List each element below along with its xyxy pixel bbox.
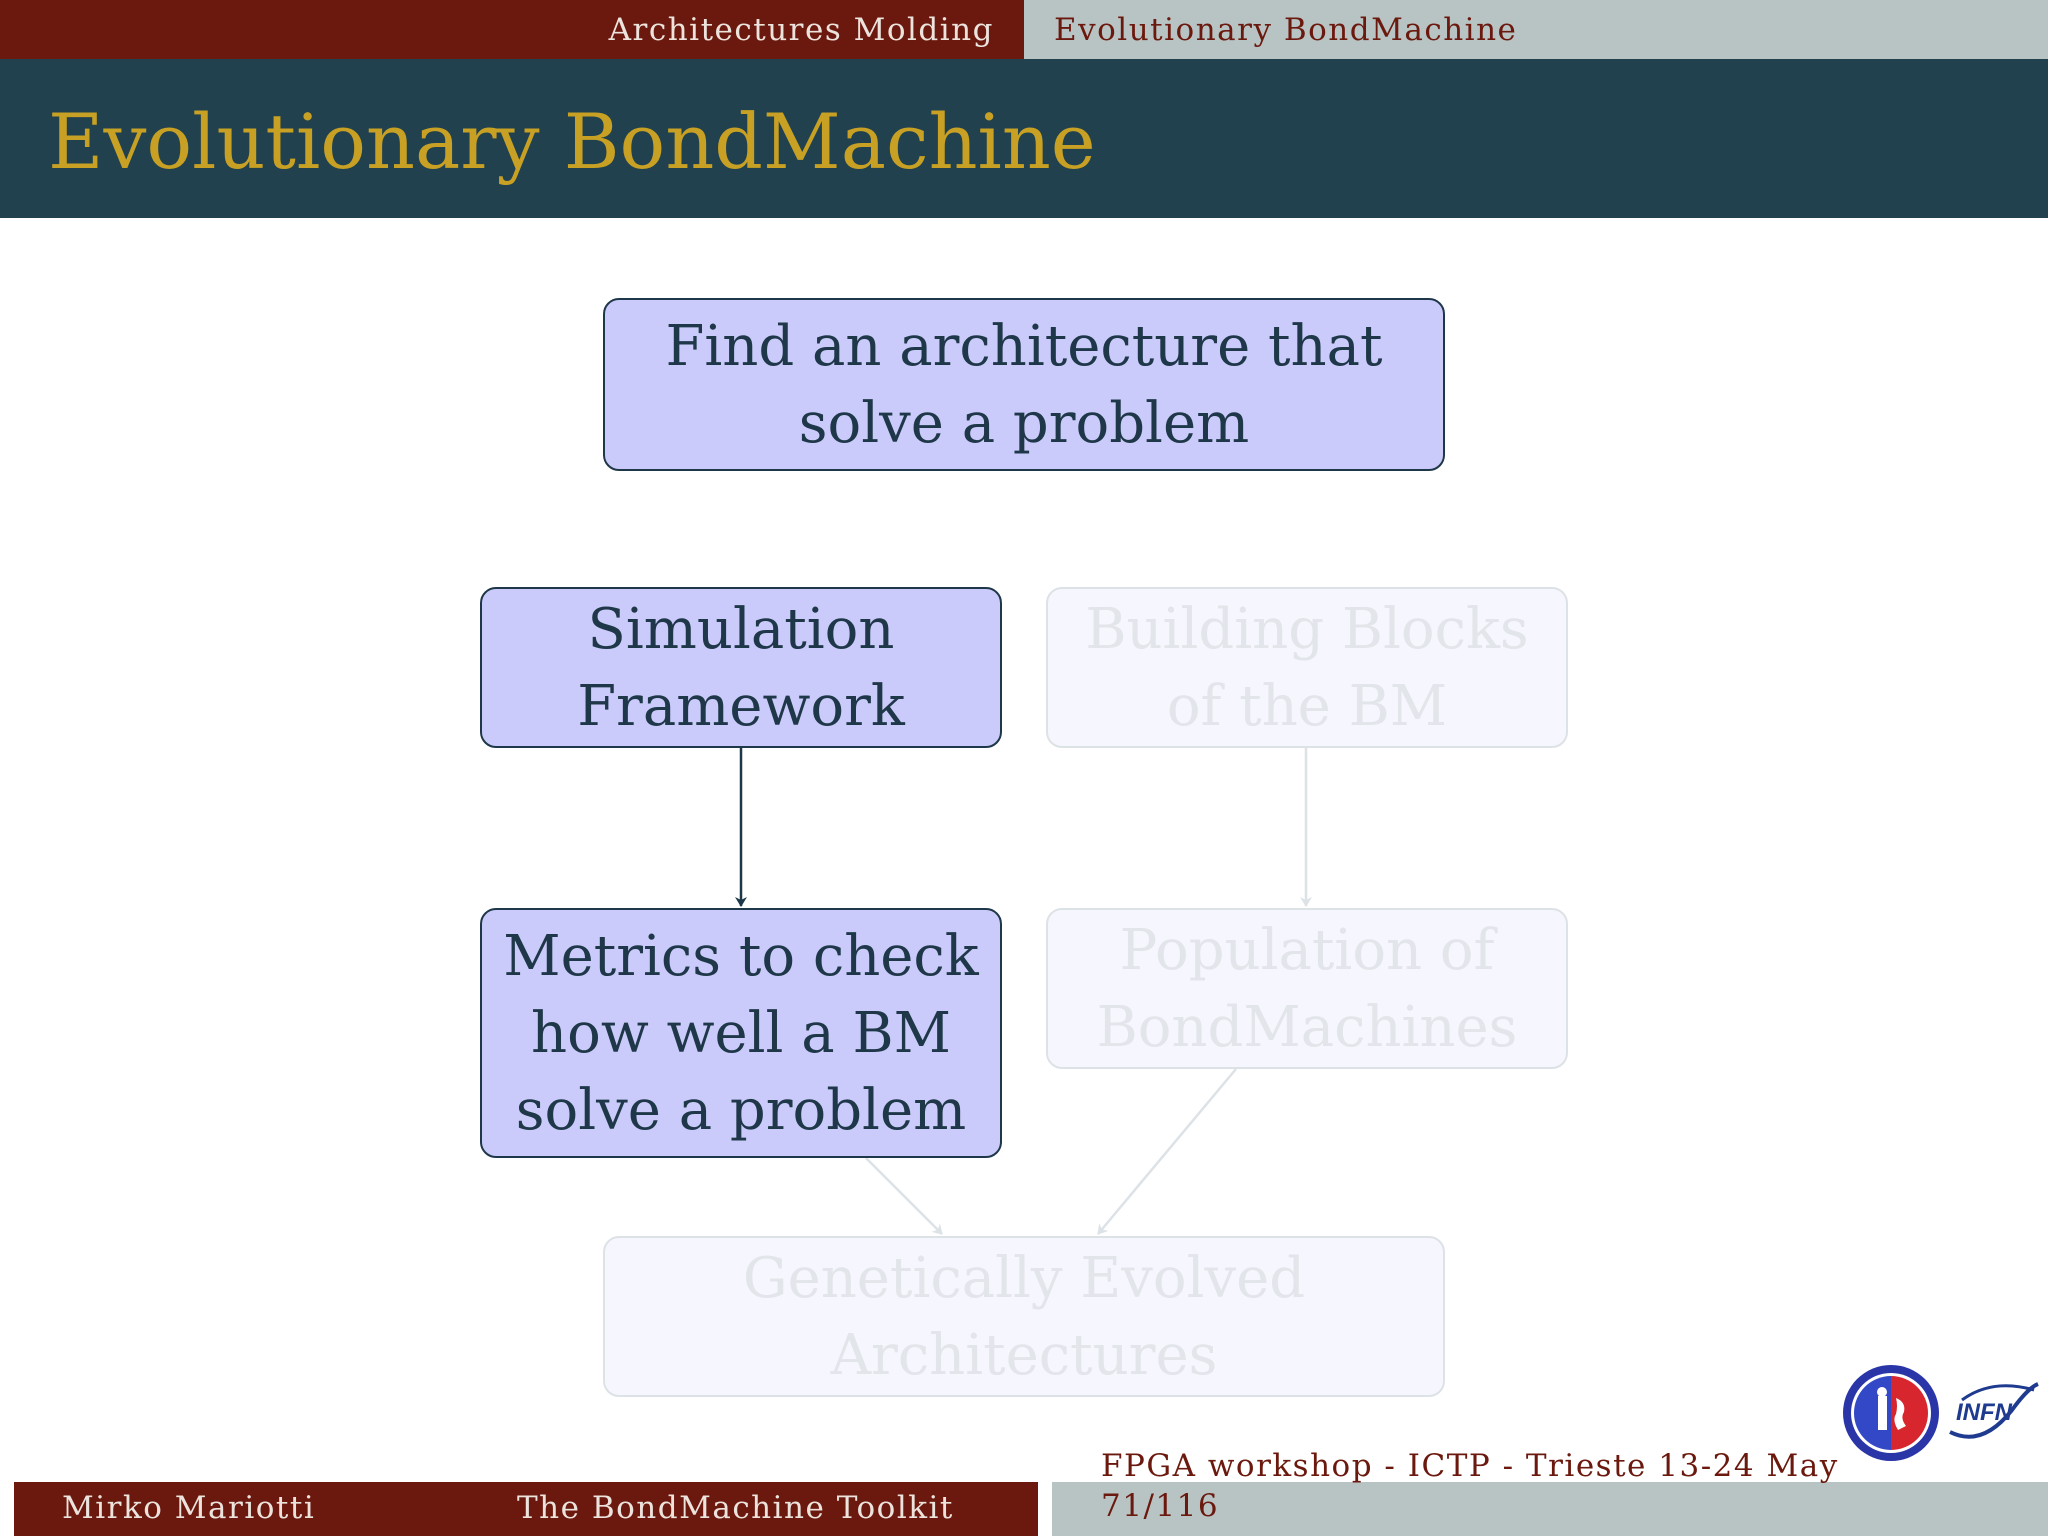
node-population-line-1: Population of xyxy=(1119,917,1495,983)
infn-logo: INFN xyxy=(1949,1382,2039,1439)
footer-page-number: 71/116 xyxy=(1101,1488,1220,1524)
node-building-blocks-line-2: of the BM xyxy=(1166,673,1448,739)
node-population: Population of BondMachines xyxy=(1046,908,1568,1069)
footer-talk-title: The BondMachine Toolkit xyxy=(517,1490,954,1526)
node-goal: Find an architecture that solve a proble… xyxy=(603,298,1445,471)
slide-title: Evolutionary BondMachine xyxy=(48,97,1096,186)
title-bar: Evolutionary BondMachine xyxy=(0,59,2048,218)
infn-logo-text: INFN xyxy=(1956,1399,2013,1426)
arrow-metrics-to-evolved xyxy=(865,1157,943,1235)
node-genetically-evolved: Genetically Evolved Architectures xyxy=(603,1236,1445,1397)
arrow-population-to-evolved xyxy=(1097,1068,1237,1235)
node-evolved-line-1: Genetically Evolved xyxy=(742,1245,1306,1311)
node-goal-line-2: solve a problem xyxy=(798,390,1250,456)
node-evolved-line-2: Architectures xyxy=(830,1322,1218,1388)
nav-section-label: Architectures Molding xyxy=(608,11,994,48)
footer-right xyxy=(1052,1482,2048,1536)
footer-bar: Mirko Mariotti The BondMachine Toolkit xyxy=(0,1482,2048,1536)
footer-author: Mirko Mariotti xyxy=(62,1490,316,1526)
node-metrics-line-1: Metrics to check xyxy=(503,923,979,989)
node-simulation-line-2: Framework xyxy=(577,673,905,739)
nav-subsection[interactable]: Evolutionary BondMachine xyxy=(1024,0,2048,59)
node-goal-line-1: Find an architecture that xyxy=(665,313,1383,379)
university-seal-icon xyxy=(1843,1365,1939,1461)
nav-section[interactable]: Architectures Molding xyxy=(0,0,1024,59)
footer-event: FPGA workshop - ICTP - Trieste 13-24 May xyxy=(1101,1448,1839,1484)
node-population-line-2: BondMachines xyxy=(1096,994,1518,1060)
node-simulation-framework: Simulation Framework xyxy=(480,587,1002,748)
node-simulation-line-1: Simulation xyxy=(587,596,895,662)
node-metrics: Metrics to check how well a BM solve a p… xyxy=(480,908,1002,1158)
node-metrics-line-2: how well a BM xyxy=(531,1000,951,1066)
footer-left: Mirko Mariotti The BondMachine Toolkit xyxy=(14,1482,1038,1536)
top-navigation-bar: Architectures Molding Evolutionary BondM… xyxy=(0,0,2048,59)
node-building-blocks-line-1: Building Blocks xyxy=(1085,596,1529,662)
node-metrics-line-3: solve a problem xyxy=(515,1077,967,1143)
nav-subsection-label: Evolutionary BondMachine xyxy=(1054,11,1518,48)
node-building-blocks: Building Blocks of the BM xyxy=(1046,587,1568,748)
